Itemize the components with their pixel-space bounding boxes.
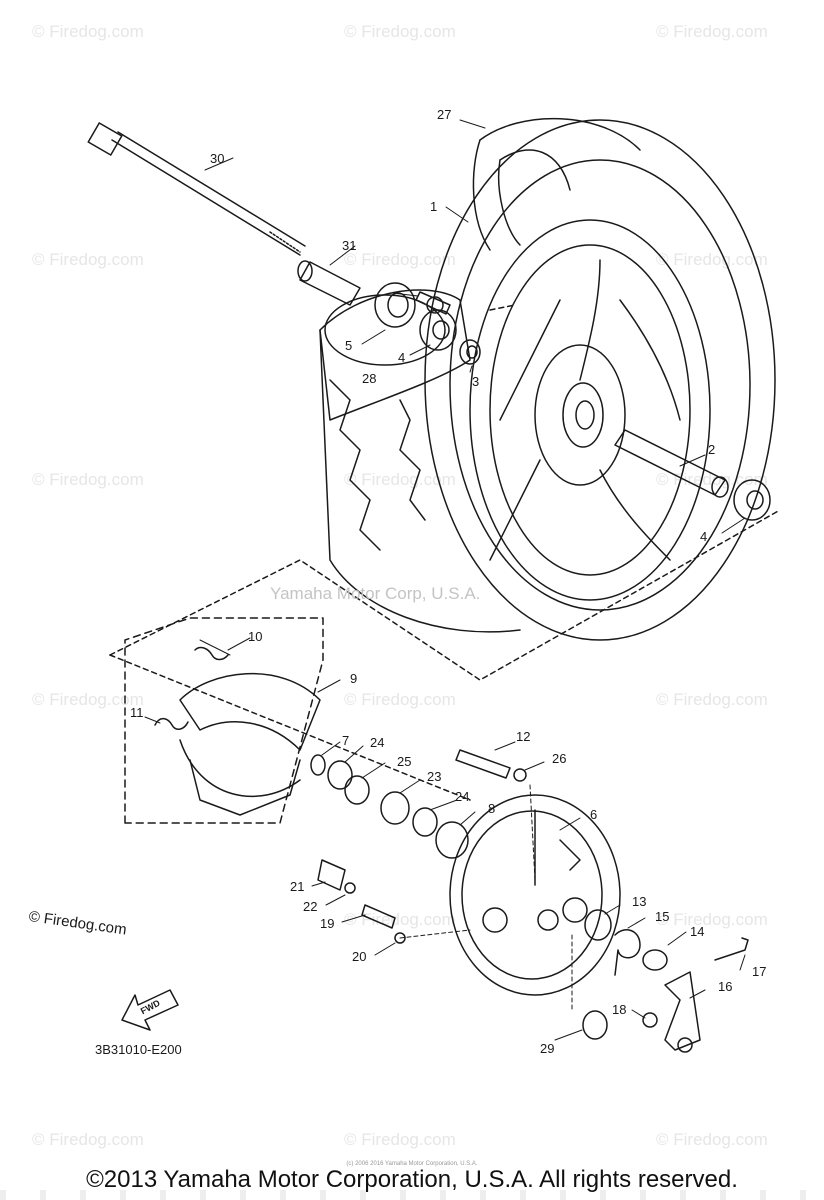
part-label: 17 [752, 964, 767, 979]
tiny-copyright: (c) 2006 2016 Yamaha Motor Corporation, … [346, 1161, 478, 1167]
small-components [310, 749, 749, 1053]
watermark: © Firedog.com [32, 1130, 144, 1149]
spacer-2 [614, 429, 729, 498]
part-label: 29 [540, 1041, 555, 1056]
part-label: 25 [397, 754, 412, 769]
watermark: © Firedog.com [32, 470, 144, 489]
bearing-4-top [419, 309, 457, 351]
part-label: 19 [320, 916, 335, 931]
part-label: 3 [472, 374, 480, 389]
part-label: 27 [437, 107, 452, 122]
part-label: 31 [342, 238, 357, 253]
watermark: © Firedog.com [656, 250, 768, 269]
part-label: 7 [342, 733, 350, 748]
part-label: 20 [352, 949, 367, 964]
watermark: © Firedog.com [344, 470, 456, 489]
part-label: 23 [427, 769, 442, 784]
part-label: 22 [303, 899, 318, 914]
part-label: 15 [655, 909, 670, 924]
watermark: © Firedog.com [344, 690, 456, 709]
part-label: 8 [488, 801, 496, 816]
part-label: 28 [362, 371, 377, 386]
diagram-code: 3B31010-E200 [95, 1042, 182, 1057]
copyright-notice: ©2013 Yamaha Motor Corporation, U.S.A. A… [86, 1166, 738, 1193]
part-label: 18 [612, 1002, 627, 1017]
part-label: 6 [590, 807, 598, 822]
brake-shoe-box [124, 617, 324, 824]
center-watermark: Yamaha Motor Corp, U.S.A. [270, 584, 481, 603]
assembly-lines [109, 304, 781, 801]
part-label: 5 [345, 338, 353, 353]
part-label: 10 [248, 629, 263, 644]
watermark: © Firedog.com [656, 22, 768, 41]
axle [87, 122, 306, 256]
part-label: 1 [430, 199, 438, 214]
brake-plate [449, 794, 621, 996]
hub-drum [319, 289, 521, 633]
part-label: 11 [130, 705, 144, 720]
part-label: 2 [708, 442, 716, 457]
part-label: 9 [350, 671, 358, 686]
part-label: 14 [690, 924, 705, 939]
part-label: 12 [516, 729, 531, 744]
part-label: 26 [552, 751, 567, 766]
watermark: © Firedog.com [32, 22, 144, 41]
tire [424, 117, 776, 641]
wheel-rim [469, 219, 711, 601]
part-label: 30 [210, 151, 225, 166]
footer-strip [0, 1190, 824, 1200]
part-label: 4 [700, 529, 708, 544]
watermark: © Firedog.com [656, 910, 768, 929]
pin-28 [415, 291, 451, 315]
watermark: © Firedog.com [32, 690, 144, 709]
fwd-arrow-icon [121, 989, 179, 1031]
oil-seal-5 [374, 282, 416, 328]
watermark: © Firedog.com [344, 1130, 456, 1149]
spacer-3 [459, 339, 481, 365]
watermark: © Firedog.com [32, 250, 144, 269]
part-label: 16 [718, 979, 733, 994]
part-label: 24 [370, 735, 385, 750]
part-label: 24 [455, 789, 470, 804]
part-label: 4 [398, 350, 406, 365]
bearing-4-bottom [733, 479, 771, 521]
collar [297, 260, 361, 306]
watermark: © Firedog.com [656, 1130, 768, 1149]
watermark: © Firedog.com [344, 910, 456, 929]
leader-lines [144, 119, 746, 1041]
watermark: © Firedog.com [344, 22, 456, 41]
watermark: © Firedog.com [656, 690, 768, 709]
part-label: 13 [632, 894, 647, 909]
part-label: 21 [290, 879, 305, 894]
watermark: © Firedog.com [344, 250, 456, 269]
